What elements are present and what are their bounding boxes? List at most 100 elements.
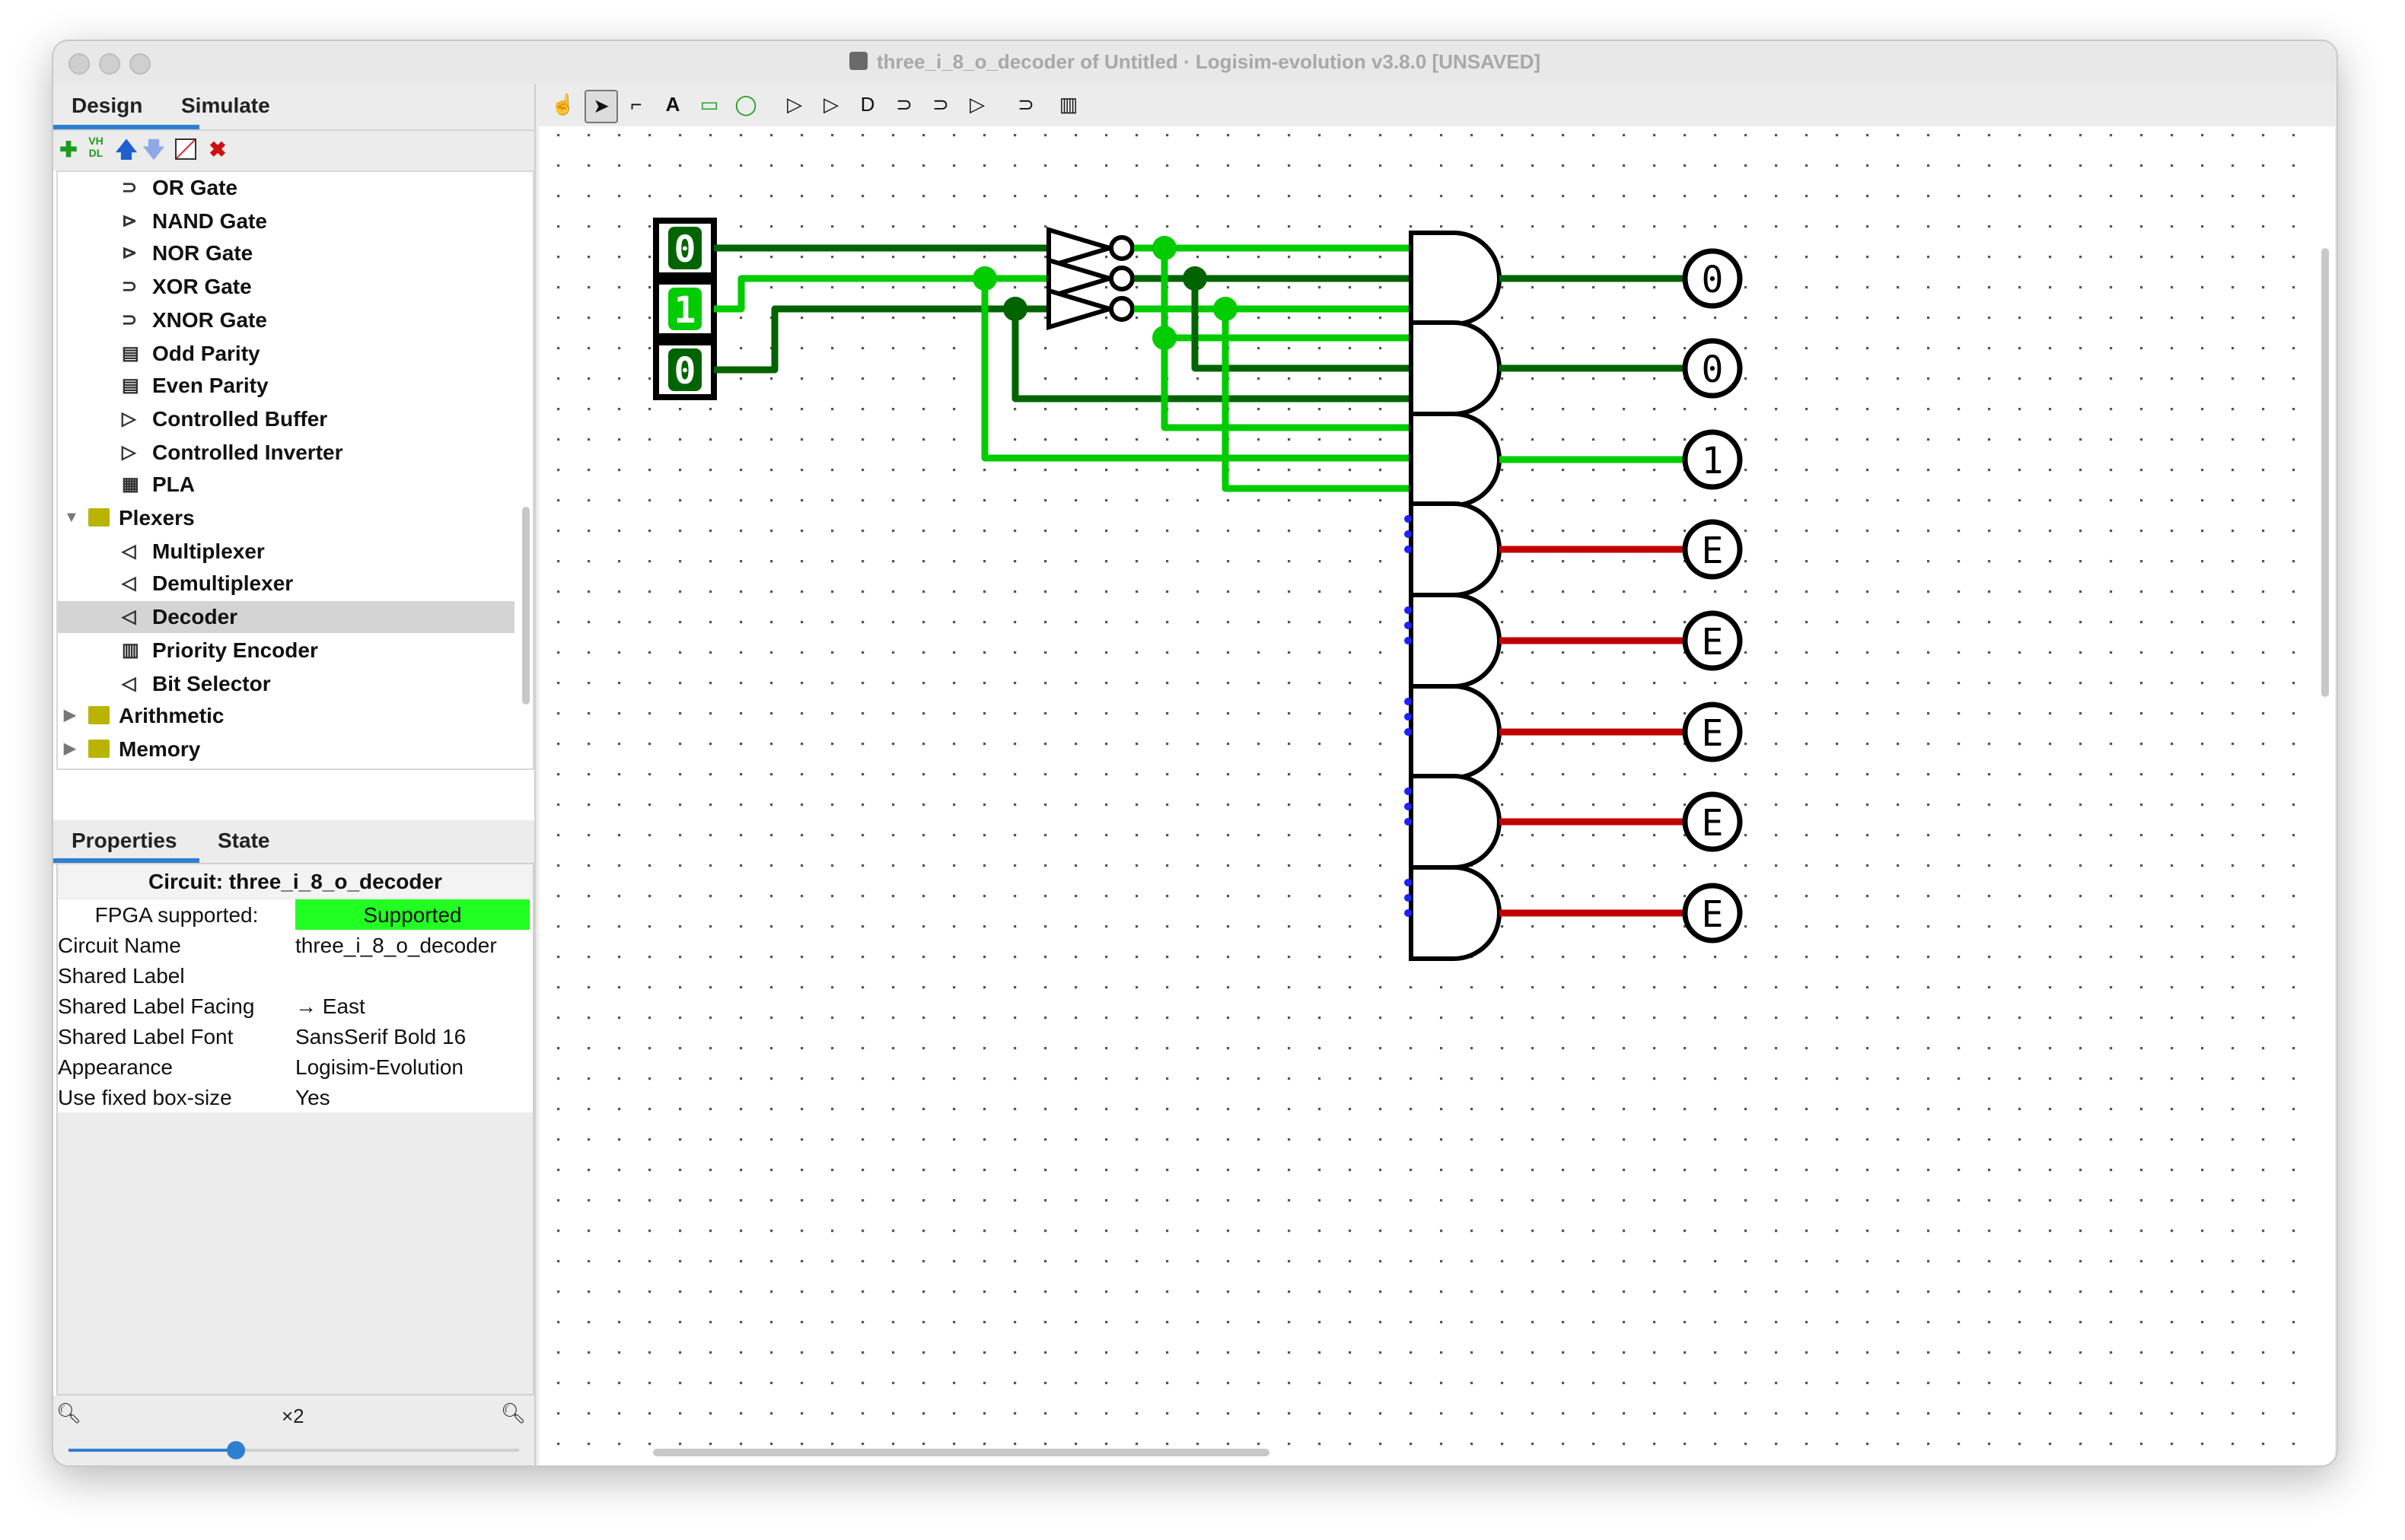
nand-gate-icon[interactable]: ▷ xyxy=(970,93,985,116)
tree-item[interactable]: ⊃OR Gate xyxy=(58,172,514,204)
tree-scrollbar[interactable] xyxy=(522,507,530,705)
tree-item[interactable]: ▤Even Parity xyxy=(58,370,514,402)
expand-triangle-icon[interactable]: ▶ xyxy=(64,740,76,758)
wire xyxy=(714,275,1049,313)
prop-value[interactable]: SansSerif Bold 16 xyxy=(295,1024,467,1048)
tree-item[interactable]: ◁Bit Selector xyxy=(58,667,514,699)
prop-row[interactable]: Circuit Name three_i_8_o_decoder xyxy=(58,930,533,960)
tree-item[interactable]: ▤Odd Parity xyxy=(58,337,514,369)
buffer-icon[interactable]: ▷ xyxy=(823,93,839,116)
fpga-supported-badge: Supported xyxy=(295,899,530,930)
zoom-slider-knob[interactable] xyxy=(226,1441,245,1459)
prop-value[interactable]: → East xyxy=(295,994,365,1018)
prop-value[interactable]: Yes xyxy=(295,1085,330,1109)
tree-item[interactable]: ◁Demultiplexer xyxy=(58,568,514,600)
tab-design[interactable]: Design xyxy=(72,93,143,117)
multiplexer-icon: ◁ xyxy=(122,539,136,562)
xor-gate-icon[interactable]: ⊃ xyxy=(932,93,949,116)
floating-input-dot xyxy=(1404,803,1412,810)
zoom-in-icon[interactable]: 🔍︎ xyxy=(501,1402,527,1424)
minimize-window-button[interactable] xyxy=(99,53,120,75)
tree-item[interactable]: ⊃ XNOR Gate xyxy=(58,304,514,336)
tree-item[interactable]: ▼Plexers xyxy=(58,502,514,534)
subcircuit-icon[interactable]: ▥ xyxy=(1059,93,1078,116)
zoom-window-button[interactable] xyxy=(129,53,151,75)
xnor-gate-icon: ⊃ xyxy=(122,308,138,330)
prop-row[interactable]: Shared Label Font SansSerif Bold 16 xyxy=(58,1021,533,1052)
tree-item[interactable]: ⊃XOR Gate xyxy=(58,271,514,303)
collapse-triangle-icon[interactable]: ▼ xyxy=(64,510,79,527)
prop-value[interactable]: three_i_8_o_decoder xyxy=(295,933,497,957)
wire-junction xyxy=(1183,266,1207,291)
and-gate xyxy=(1409,774,1502,870)
tree-item[interactable]: ▷Controlled Buffer xyxy=(58,403,514,435)
tree-item[interactable]: ▷Controlled Inverter xyxy=(58,436,514,468)
prop-key: Appearance xyxy=(58,1055,174,1079)
fit-to-window-icon[interactable] xyxy=(489,1465,530,1467)
select-arrow-icon[interactable]: ➤ xyxy=(585,90,618,123)
tree-item[interactable]: ▦PLA xyxy=(58,469,514,501)
tree-item-label: XOR Gate xyxy=(152,274,252,299)
tab-state[interactable]: State xyxy=(218,828,270,852)
output-pin xyxy=(1682,791,1743,852)
zoom-slider[interactable] xyxy=(68,1449,519,1452)
pla-icon: ▦ xyxy=(122,473,139,495)
and-gate-icon[interactable]: D xyxy=(860,93,875,116)
tree-item[interactable]: ▥Priority Encoder xyxy=(58,635,514,667)
tab-simulate[interactable]: Simulate xyxy=(181,93,270,117)
add-circuit-icon[interactable]: ✚ xyxy=(59,137,78,161)
tree-item[interactable]: ▶Memory xyxy=(58,733,514,765)
properties-title: Circuit: three_i_8_o_decoder xyxy=(58,864,533,898)
and-gate xyxy=(1409,320,1502,416)
tab-properties[interactable]: Properties xyxy=(72,828,177,852)
main-toolbar: ☝ ➤ ⌐ A ▭ ◯ ▷ ▷ D ⊃ ⊃ ▷ ⊃ ▥ xyxy=(536,84,2337,126)
zoom-out-icon[interactable]: 🔍︎ xyxy=(56,1402,82,1424)
not-gate-icon[interactable]: ▷ xyxy=(787,93,802,116)
edit-appearance-icon[interactable] xyxy=(175,138,196,160)
or-gate-icon[interactable]: ⊃ xyxy=(896,93,913,116)
wire xyxy=(1191,278,1411,372)
floating-input-dot xyxy=(1404,713,1412,721)
add-pin-icon[interactable]: ▭ xyxy=(699,93,719,116)
wiring-tool-icon[interactable]: ⌐ xyxy=(630,93,642,116)
xnor-gate-icon[interactable]: ⊃ xyxy=(1018,93,1034,116)
bit-selector-icon: ◁ xyxy=(122,672,136,693)
library-toolbar: ✚ VH DL 🡅 🡇 ✖ xyxy=(53,131,534,170)
tree-item[interactable]: ⊳NAND Gate xyxy=(58,205,514,237)
prop-row[interactable]: Shared Label xyxy=(58,960,533,991)
move-up-icon[interactable]: 🡅 xyxy=(115,137,138,161)
prop-value[interactable]: Logisim-Evolution xyxy=(295,1055,463,1079)
prop-key: Circuit Name xyxy=(58,933,181,957)
text-tool-icon[interactable]: A xyxy=(665,93,680,116)
tree-item-label: XNOR Gate xyxy=(152,307,267,332)
expand-triangle-icon[interactable]: ▶ xyxy=(64,766,75,768)
tree-item-label: Odd Parity xyxy=(152,340,260,364)
canvas-vertical-scrollbar[interactable] xyxy=(2321,248,2329,697)
tree-item[interactable]: ◁Multiplexer xyxy=(58,535,514,567)
prop-row[interactable]: Shared Label Facing→ East xyxy=(58,991,533,1021)
delete-icon[interactable]: ✖ xyxy=(209,137,227,161)
add-vhdl-icon[interactable]: VH DL xyxy=(88,137,104,160)
output-pin-value: E xyxy=(1702,802,1724,845)
output-pin-value: E xyxy=(1702,621,1724,663)
window-title-wrap: three_i_8_o_decoder of Untitled · Logisi… xyxy=(53,41,2337,84)
add-output-pin-icon[interactable]: ◯ xyxy=(734,93,757,116)
prop-row[interactable]: Appearance Logisim-Evolution xyxy=(58,1052,533,1082)
floating-input-dot xyxy=(1404,546,1412,553)
move-down-icon[interactable]: 🡇 xyxy=(142,137,165,161)
canvas-horizontal-scrollbar[interactable] xyxy=(653,1449,1269,1456)
expand-triangle-icon[interactable]: ▶ xyxy=(64,708,76,725)
tree-item[interactable]: ◁Decoder xyxy=(58,601,514,634)
tree-item[interactable]: ▶Arithmetic xyxy=(58,700,514,732)
output-pin xyxy=(1682,702,1743,762)
tree-item[interactable]: ▶Input/Output xyxy=(58,766,514,768)
wire-junction xyxy=(973,266,997,291)
prop-key: Shared Label Font xyxy=(58,1024,234,1048)
tree-item[interactable]: ⊳NOR Gate xyxy=(58,238,514,270)
hand-poke-icon[interactable]: ☝ xyxy=(550,93,576,116)
prop-key: Shared Label xyxy=(58,963,185,988)
close-window-button[interactable] xyxy=(68,53,90,75)
